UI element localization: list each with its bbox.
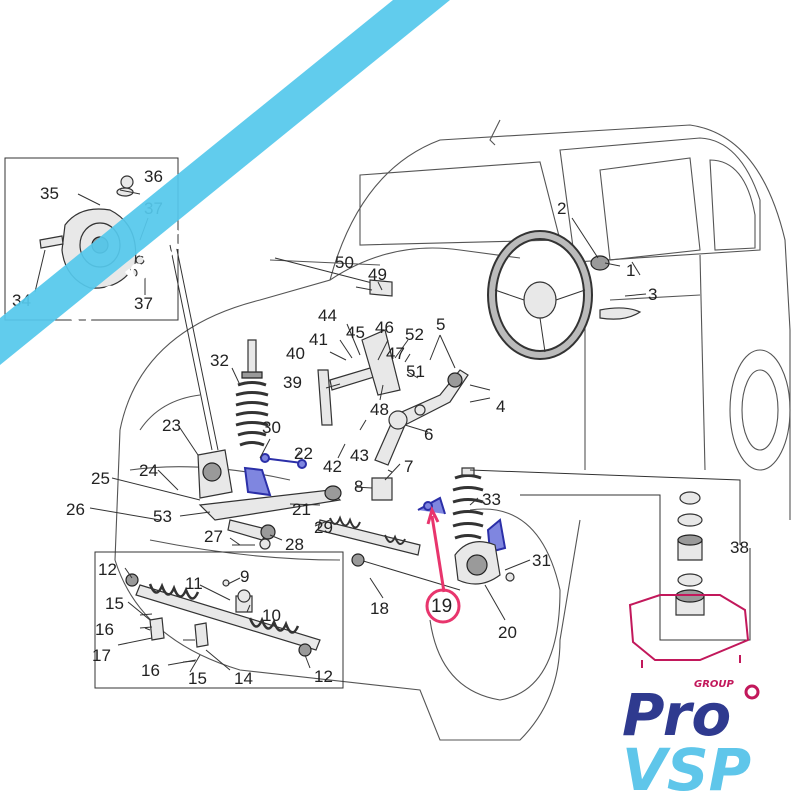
callout-42: 42 <box>323 457 342 476</box>
callout-7: 7 <box>404 457 413 476</box>
callout-8: 8 <box>354 477 363 496</box>
callout-53: 53 <box>153 507 172 526</box>
callout-20: 20 <box>498 623 517 642</box>
callout-35: 35 <box>40 184 59 203</box>
callout-49: 49 <box>368 265 387 284</box>
callout-18: 18 <box>370 599 389 618</box>
callout-25: 25 <box>91 469 110 488</box>
callout-44: 44 <box>318 306 337 325</box>
callout-15b: 15 <box>188 669 207 688</box>
steering-column <box>317 329 469 501</box>
callout-40: 40 <box>286 344 305 363</box>
highlight-part-19 <box>425 505 461 624</box>
callout-43: 43 <box>350 446 369 465</box>
callout-39: 39 <box>283 373 302 392</box>
callout-5: 5 <box>436 315 445 334</box>
lower-control-arm <box>198 485 342 550</box>
callout-1: 1 <box>626 261 635 280</box>
callout-36: 36 <box>144 167 163 186</box>
callout-32: 32 <box>210 351 229 370</box>
callout-3: 3 <box>648 285 657 304</box>
logo-vsp-text: VSP <box>622 736 751 800</box>
callout-10: 10 <box>262 606 281 625</box>
car-body-outline <box>114 119 791 741</box>
callout-15a: 15 <box>105 594 124 613</box>
callout-6: 6 <box>424 425 433 444</box>
callout-23: 23 <box>162 416 181 435</box>
callout-21: 21 <box>292 500 311 519</box>
callout-38: 38 <box>730 538 749 557</box>
callout-26: 26 <box>66 500 85 519</box>
callout-9: 9 <box>240 567 249 586</box>
callout-29: 29 <box>314 518 333 537</box>
callout-22: 22 <box>294 444 313 463</box>
logo-pro-text: Pro <box>622 681 731 749</box>
strut-mount-stack <box>675 491 705 616</box>
callout-27: 27 <box>204 527 223 546</box>
blue-brackets <box>243 453 507 554</box>
watermark-banner: pro-piece-vsp.com <box>0 0 450 365</box>
callout-28: 28 <box>285 535 304 554</box>
brand-logo: GROUP Pro VSP <box>622 594 760 800</box>
left-strut-assembly <box>197 339 269 499</box>
callout-48: 48 <box>370 400 389 419</box>
right-strut-assembly <box>452 467 515 585</box>
callout-24: 24 <box>139 461 158 480</box>
callout-52: 52 <box>405 325 424 344</box>
steering-wheel <box>487 230 642 360</box>
callout-17: 17 <box>92 646 111 665</box>
callout-47: 47 <box>386 344 405 363</box>
callout-2: 2 <box>557 199 566 218</box>
steering-rack-inset <box>94 551 344 689</box>
callout-14: 14 <box>234 669 253 688</box>
callout-46: 46 <box>375 318 394 337</box>
callout-11: 11 <box>185 574 203 593</box>
callout-16a: 16 <box>95 620 114 639</box>
callout-4: 4 <box>496 397 505 416</box>
callout-37b: 37 <box>134 294 153 313</box>
callout-41: 41 <box>309 330 328 349</box>
callout-31: 31 <box>532 551 551 570</box>
callout-45: 45 <box>346 323 365 342</box>
callout-50: 50 <box>335 253 354 272</box>
callout-12a: 12 <box>98 560 117 579</box>
callout-19: 19 <box>431 596 452 617</box>
logo-group-tag: GROUP <box>694 679 735 690</box>
leader-lines <box>34 189 751 673</box>
callout-30: 30 <box>262 418 281 437</box>
callout-12b: 12 <box>314 667 333 686</box>
callout-16b: 16 <box>141 661 160 680</box>
steering-rack-center <box>317 515 461 591</box>
callout-51: 51 <box>406 362 425 381</box>
callout-33: 33 <box>482 490 501 509</box>
